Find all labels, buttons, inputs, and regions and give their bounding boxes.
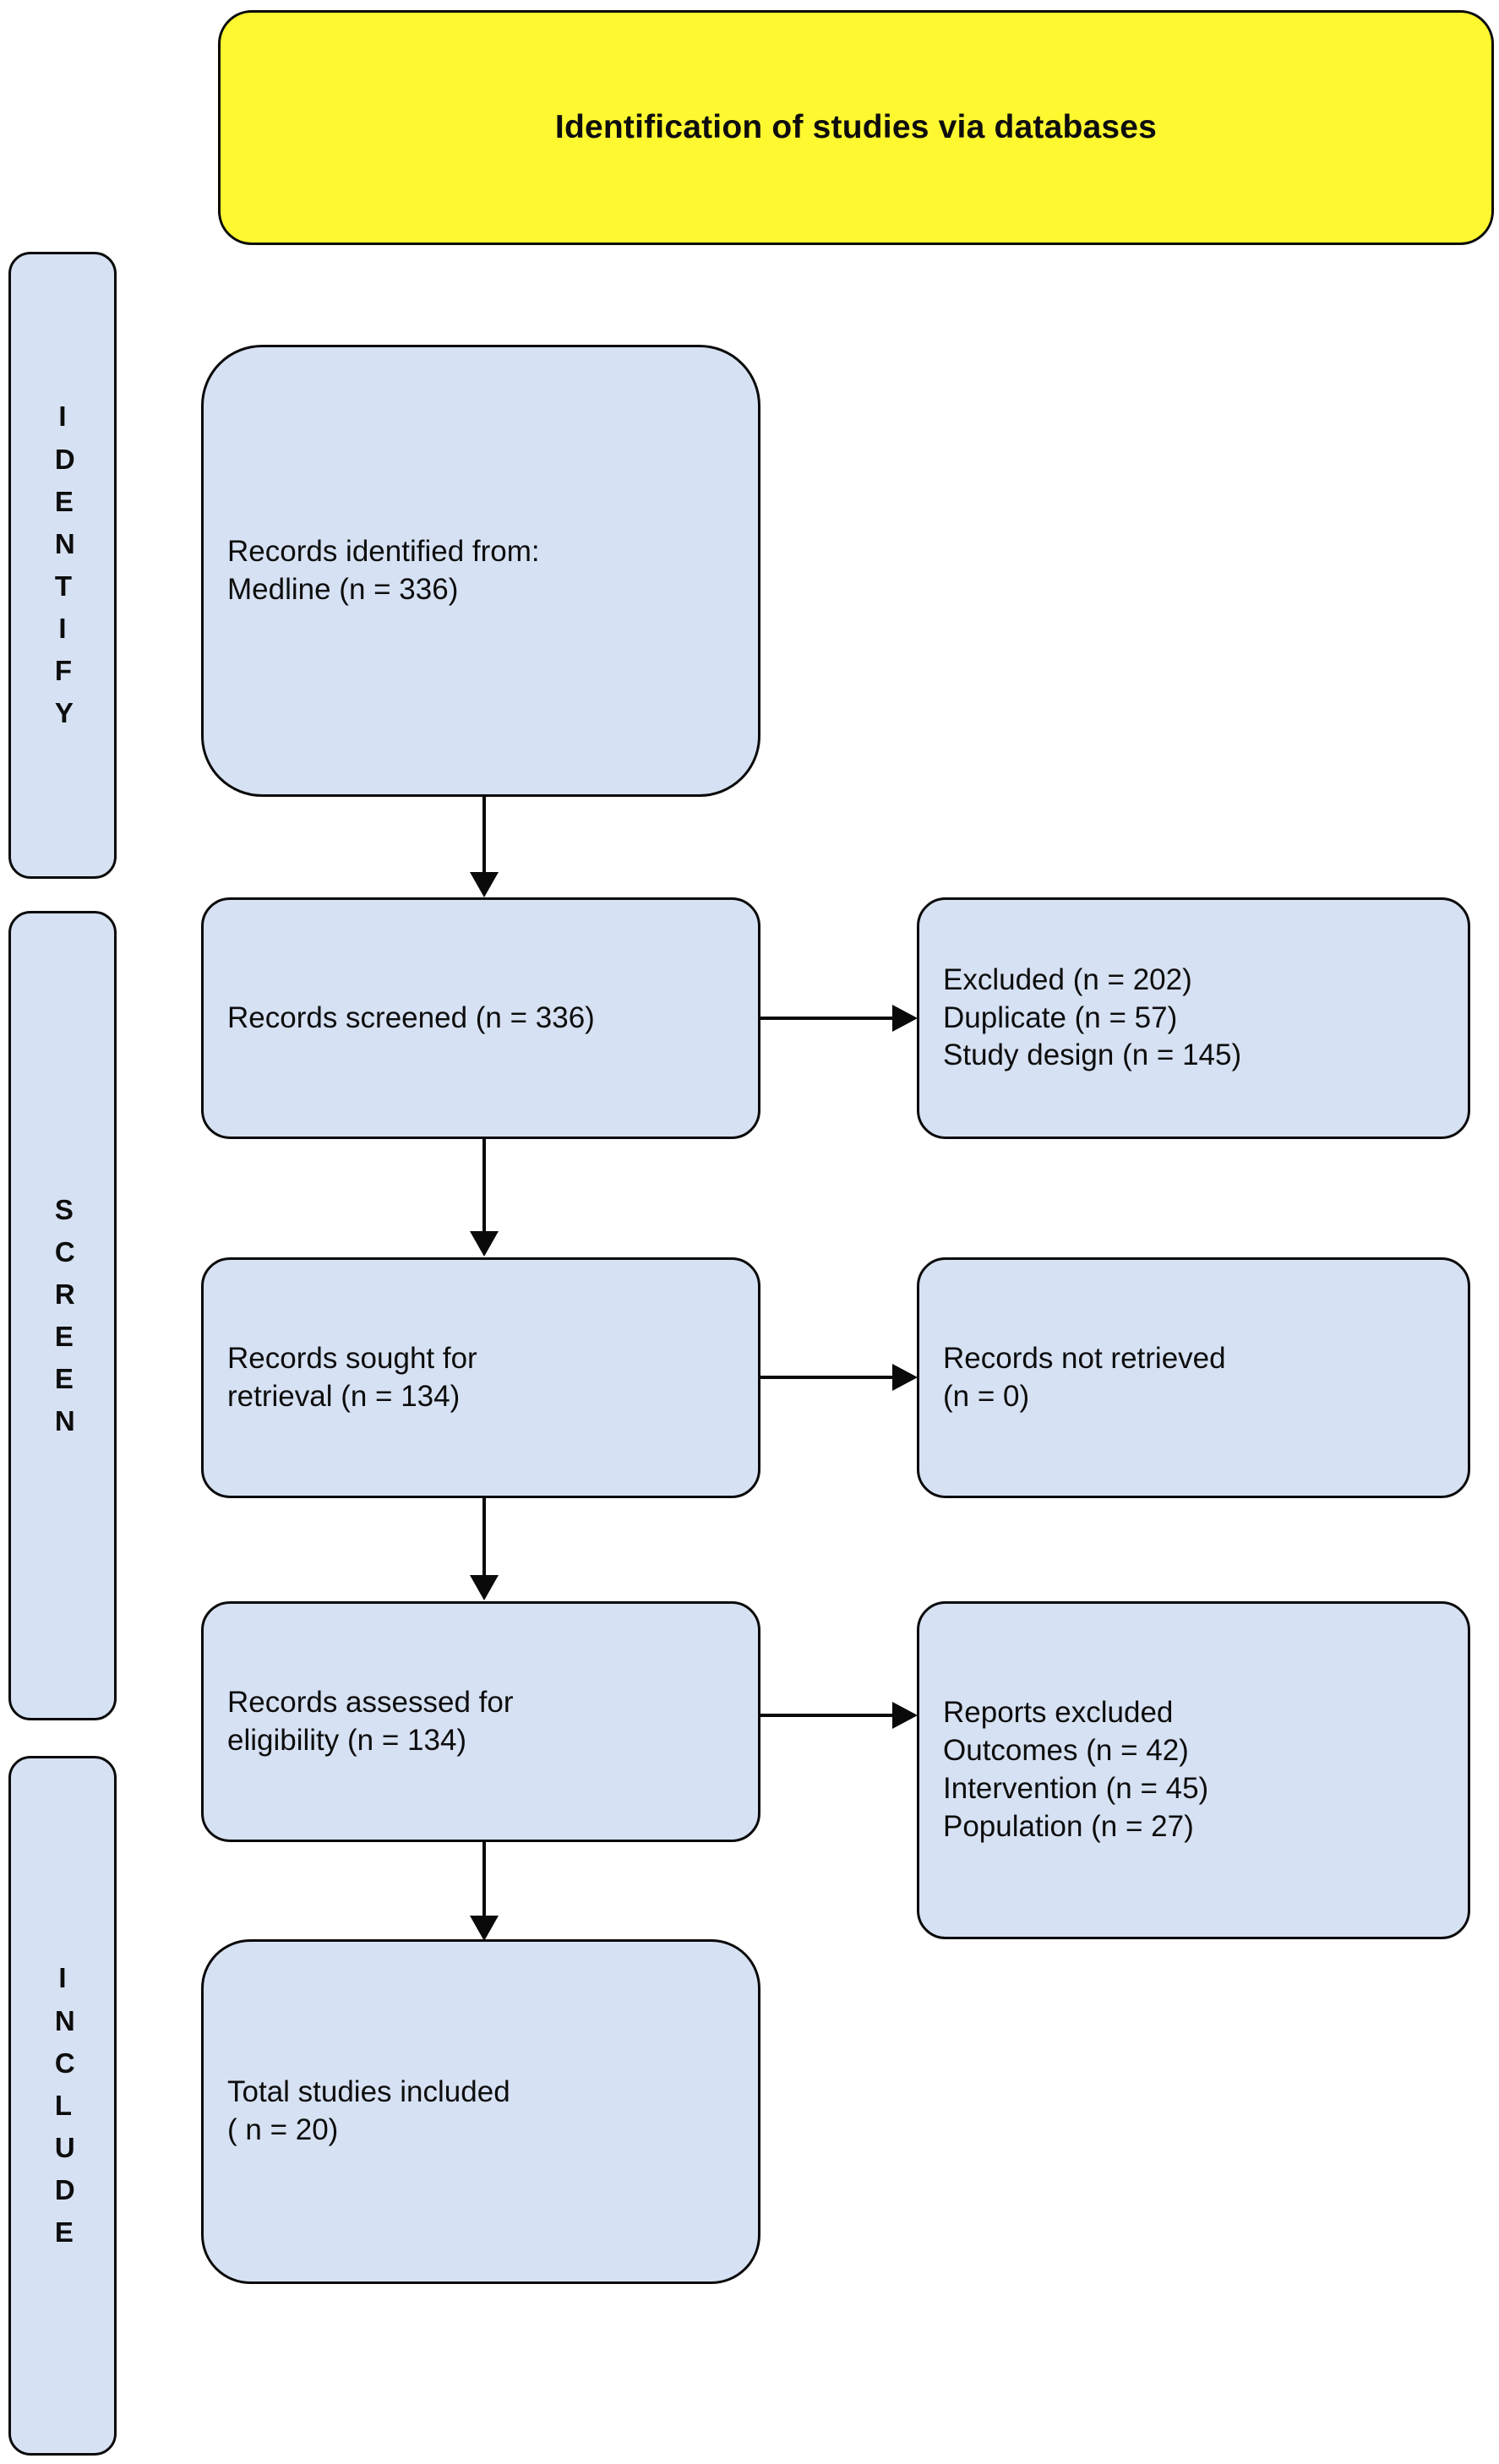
- stage-label-identify-text: IDENTIFY: [54, 401, 75, 729]
- connector-identified-to-screened: [467, 797, 501, 898]
- node-records-not-retrieved: Records not retrieved (n = 0): [917, 1257, 1470, 1498]
- node-records-sought: Records sought for retrieval (n = 134): [201, 1257, 760, 1498]
- node-records-screened-text: Records screened (n = 336): [227, 1000, 595, 1034]
- header-title: Identification of studies via databases: [554, 109, 1158, 146]
- header-banner: Identification of studies via databases: [218, 10, 1494, 245]
- stage-label-identify: IDENTIFY: [8, 252, 117, 879]
- connector-sought-to-not-retrieved: [760, 1360, 921, 1394]
- node-reports-excluded-text: Reports excluded Outcomes (n = 42) Inter…: [943, 1696, 1209, 1843]
- node-records-excluded-text: Excluded (n = 202) Duplicate (n = 57) St…: [943, 962, 1242, 1072]
- node-records-excluded: Excluded (n = 202) Duplicate (n = 57) St…: [917, 897, 1470, 1139]
- node-records-screened: Records screened (n = 336): [201, 897, 760, 1139]
- node-records-identified-text: Records identified from: Medline (n = 33…: [227, 534, 540, 606]
- node-records-identified: Records identified from: Medline (n = 33…: [201, 345, 760, 797]
- node-records-assessed: Records assessed for eligibility (n = 13…: [201, 1601, 760, 1842]
- stage-label-include: INCLUDE: [8, 1756, 117, 2456]
- node-records-sought-text: Records sought for retrieval (n = 134): [227, 1341, 477, 1413]
- node-total-studies-included-text: Total studies included ( n = 20): [227, 2075, 510, 2146]
- stage-label-include-text: INCLUDE: [54, 1962, 75, 2249]
- connector-screened-to-excluded: [760, 1001, 921, 1035]
- stage-label-screen: SCREEN: [8, 911, 117, 1720]
- connector-screened-to-sought: [467, 1139, 501, 1257]
- connector-assessed-to-included: [467, 1842, 501, 1942]
- node-total-studies-included: Total studies included ( n = 20): [201, 1939, 760, 2284]
- node-records-assessed-text: Records assessed for eligibility (n = 13…: [227, 1685, 514, 1757]
- node-records-not-retrieved-text: Records not retrieved (n = 0): [943, 1341, 1226, 1413]
- node-reports-excluded: Reports excluded Outcomes (n = 42) Inter…: [917, 1601, 1470, 1939]
- connector-assessed-to-reports-excluded: [760, 1698, 921, 1732]
- stage-label-screen-text: SCREEN: [54, 1193, 75, 1437]
- connector-sought-to-assessed: [467, 1498, 501, 1601]
